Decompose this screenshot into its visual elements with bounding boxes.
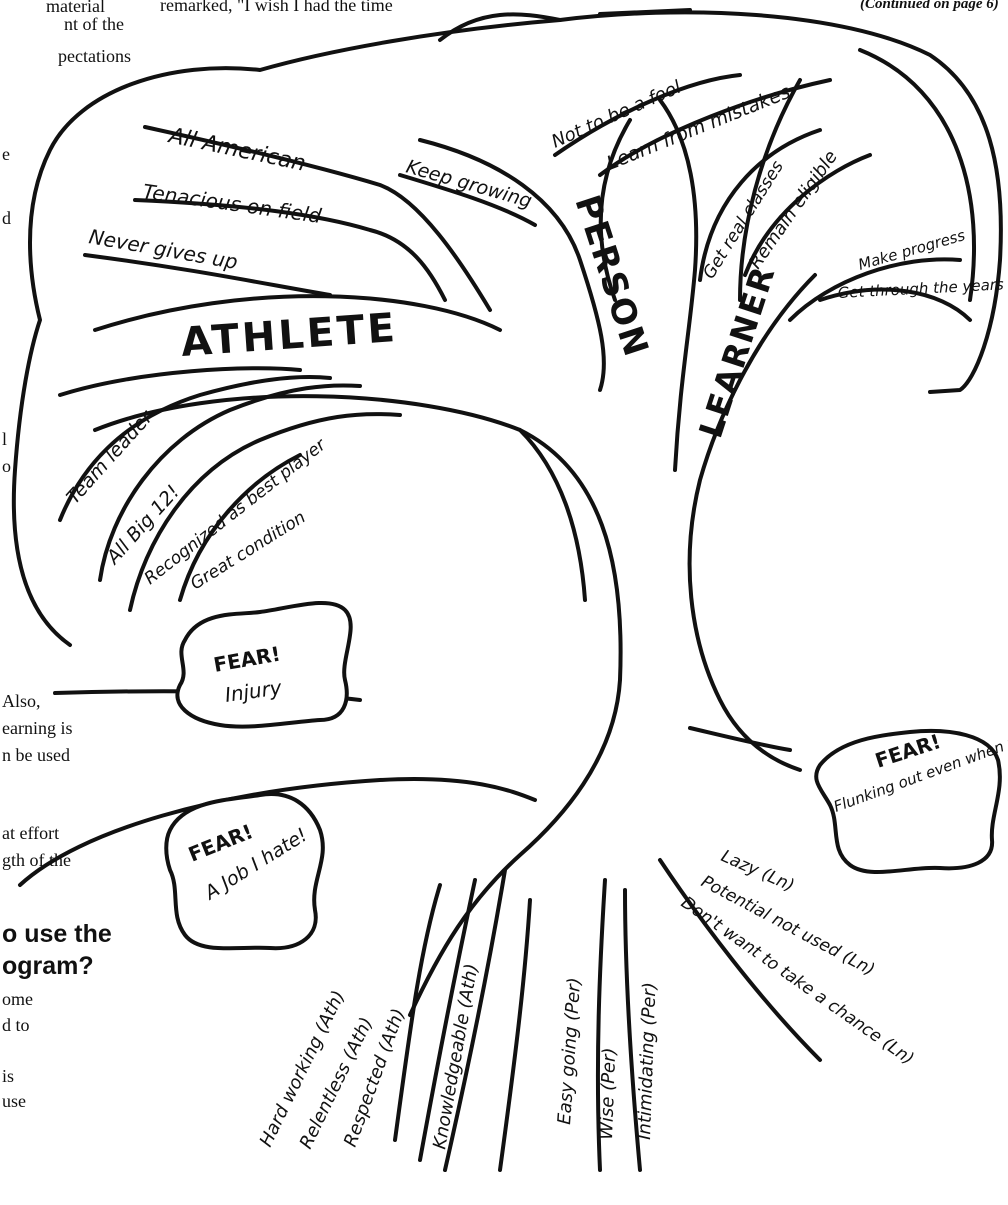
twig-label: Tenacious on field xyxy=(141,179,323,228)
twig-label: Great condition xyxy=(187,507,309,594)
twig-label: Team leader xyxy=(62,406,158,509)
root-label: Easy going (Per) xyxy=(554,977,585,1126)
twig-label: Make progress xyxy=(856,226,967,274)
athlete-label: ATHLETE xyxy=(179,305,399,366)
root-label: Wise (Per) xyxy=(596,1047,620,1140)
person-label: PERSON xyxy=(566,190,656,362)
twig-label: All American xyxy=(165,123,308,177)
learner-label: LEARNER xyxy=(691,261,782,443)
trunk-inner-left xyxy=(520,430,585,600)
learner-branch-outer xyxy=(660,100,696,470)
canopy-outline xyxy=(14,12,1001,645)
root-label: Intimidating (Per) xyxy=(634,982,660,1140)
twig-label: Get through the years xyxy=(837,275,1004,302)
